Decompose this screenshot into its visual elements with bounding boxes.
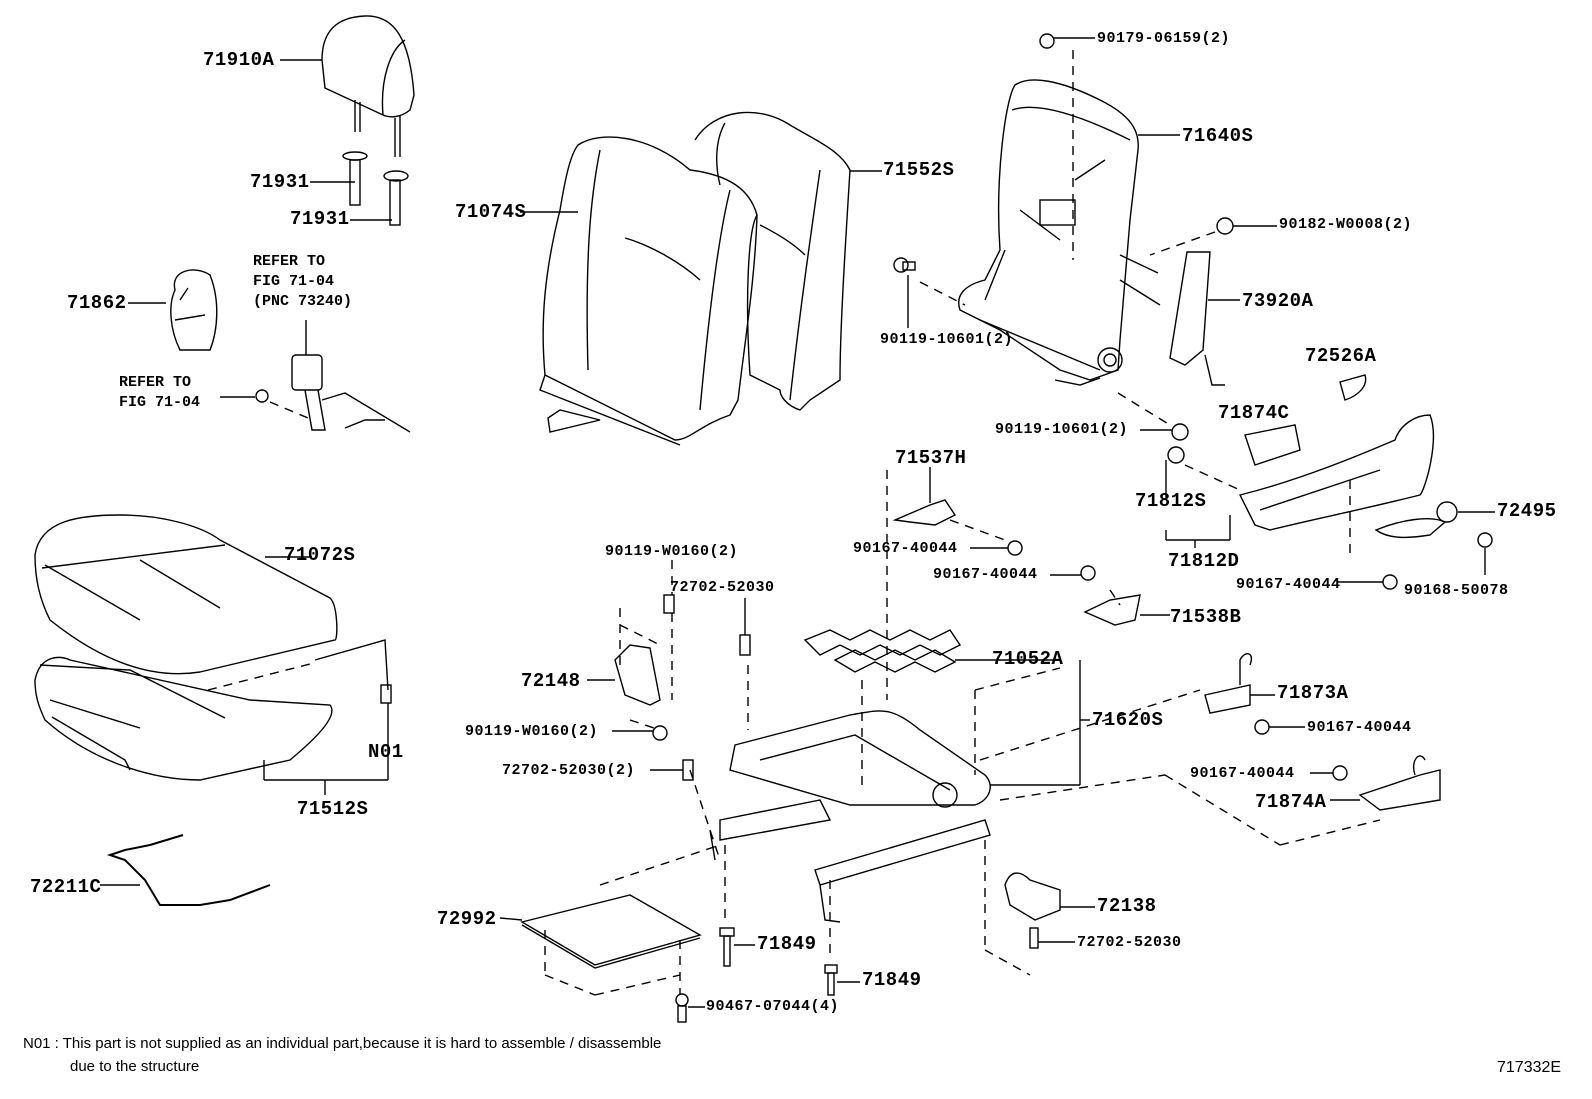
label-90167-40044-shield: 90167-40044 [1236, 576, 1341, 593]
label-90168-50078: 90168-50078 [1404, 582, 1509, 599]
label-72495: 72495 [1497, 500, 1557, 522]
label-90119-10601-left: 90119-10601(2) [880, 331, 1014, 348]
label-71537h: 71537H [895, 447, 967, 469]
spring-drawing [803, 629, 1060, 673]
footnote-line-1: N01 : This part is not supplied as an in… [23, 1035, 662, 1052]
label-71910a: 71910A [203, 49, 275, 71]
label-90182-w0008: 90182-W0008(2) [1279, 216, 1413, 233]
recliner-cover-drawing [128, 269, 218, 351]
label-72702-52030-top: 72702-52030 [670, 579, 775, 596]
label-90467-07044: 90467-07044(4) [706, 998, 840, 1015]
label-71849-upper: 71849 [757, 933, 817, 955]
label-90119-10601-right: 90119-10601(2) [995, 421, 1129, 438]
cover-72138-drawing [1004, 872, 1095, 949]
footnote-line-2: due to the structure [70, 1058, 200, 1075]
side-airbag-drawing [1119, 251, 1240, 386]
label-71873a: 71873A [1277, 682, 1349, 704]
label-72992: 72992 [437, 908, 497, 930]
label-71862: 71862 [67, 292, 127, 314]
bracket-72148-drawing [587, 560, 751, 781]
label-71812s: 71812S [1135, 490, 1207, 512]
label-90167-40044-shield-a: 90167-40044 [1190, 765, 1295, 782]
refer-note-anchor: REFER TO FIG 71-04 [119, 373, 200, 413]
label-73920a: 73920A [1242, 290, 1314, 312]
label-90167-40044-hook-b: 90167-40044 [933, 566, 1038, 583]
label-90119-w0160-bottom: 90119-W0160(2) [465, 723, 599, 740]
label-72702-52030-bottom: 72702-52030 [1077, 934, 1182, 951]
headrest-supports-drawing [310, 151, 409, 226]
label-90167-40044-hook-a: 90167-40044 [1307, 719, 1412, 736]
cushion-pad-drawing [34, 639, 392, 795]
label-71874c: 71874C [1218, 402, 1290, 424]
refer-line: FIG 71-04 [253, 273, 335, 290]
tray-72992-drawing [499, 894, 702, 996]
label-90167-40044-hook-h: 90167-40044 [853, 540, 958, 557]
label-71072s: 71072S [284, 544, 356, 566]
label-71849-lower: 71849 [862, 969, 922, 991]
label-72702-52030-left: 72702-52030(2) [502, 762, 636, 779]
label-71640s: 71640S [1182, 125, 1254, 147]
label-90179-06159: 90179-06159(2) [1097, 30, 1231, 47]
figure-id: 717332E [1497, 1059, 1562, 1076]
hook-71873a-drawing [1204, 653, 1305, 735]
label-90119-w0160-top: 90119-W0160(2) [605, 543, 739, 560]
label-72138: 72138 [1097, 895, 1157, 917]
frame-bolts-drawing [893, 217, 1277, 441]
cushion-frame-drawing [709, 660, 1090, 923]
seat-belt-buckle-drawing [220, 320, 411, 433]
seatback-pad-drawing [694, 111, 882, 411]
label-71812d: 71812D [1168, 550, 1240, 572]
label-72526a: 72526A [1305, 345, 1377, 367]
refer-line: FIG 71-04 [119, 394, 201, 411]
refer-note-buckle: REFER TO FIG 71-04 (PNC 73240) [253, 252, 352, 312]
refer-line: REFER TO [119, 374, 192, 391]
label-71620s: 71620S [1092, 709, 1164, 731]
shield-71874a-drawing [1310, 755, 1441, 811]
cushion-shield-drawing [1165, 374, 1495, 590]
refer-line: (PNC 73240) [253, 293, 353, 310]
label-71074s: 71074S [455, 201, 527, 223]
seatback-frame-drawing [958, 33, 1180, 386]
label-72211c: 72211C [30, 876, 102, 898]
label-n01: N01 [368, 741, 404, 763]
label-71552s: 71552S [883, 159, 955, 181]
cushion-cover-drawing [34, 514, 338, 675]
label-72148: 72148 [521, 670, 581, 692]
assembly-lines [599, 470, 1381, 976]
label-71874a: 71874A [1255, 791, 1327, 813]
label-71512s: 71512S [297, 798, 369, 820]
label-71538b: 71538B [1170, 606, 1242, 628]
label-71931-upper: 71931 [250, 171, 310, 193]
headrest-drawing [280, 15, 415, 157]
seatback-cover-drawing [520, 136, 758, 446]
hook-71537h-drawing [892, 467, 1023, 556]
pins-drawing [675, 927, 860, 1023]
label-71052a: 71052A [992, 648, 1064, 670]
refer-line: REFER TO [253, 253, 326, 270]
hook-71538b-drawing [1050, 565, 1170, 626]
label-71931-lower: 71931 [290, 208, 350, 230]
wire-drawing [100, 834, 271, 906]
